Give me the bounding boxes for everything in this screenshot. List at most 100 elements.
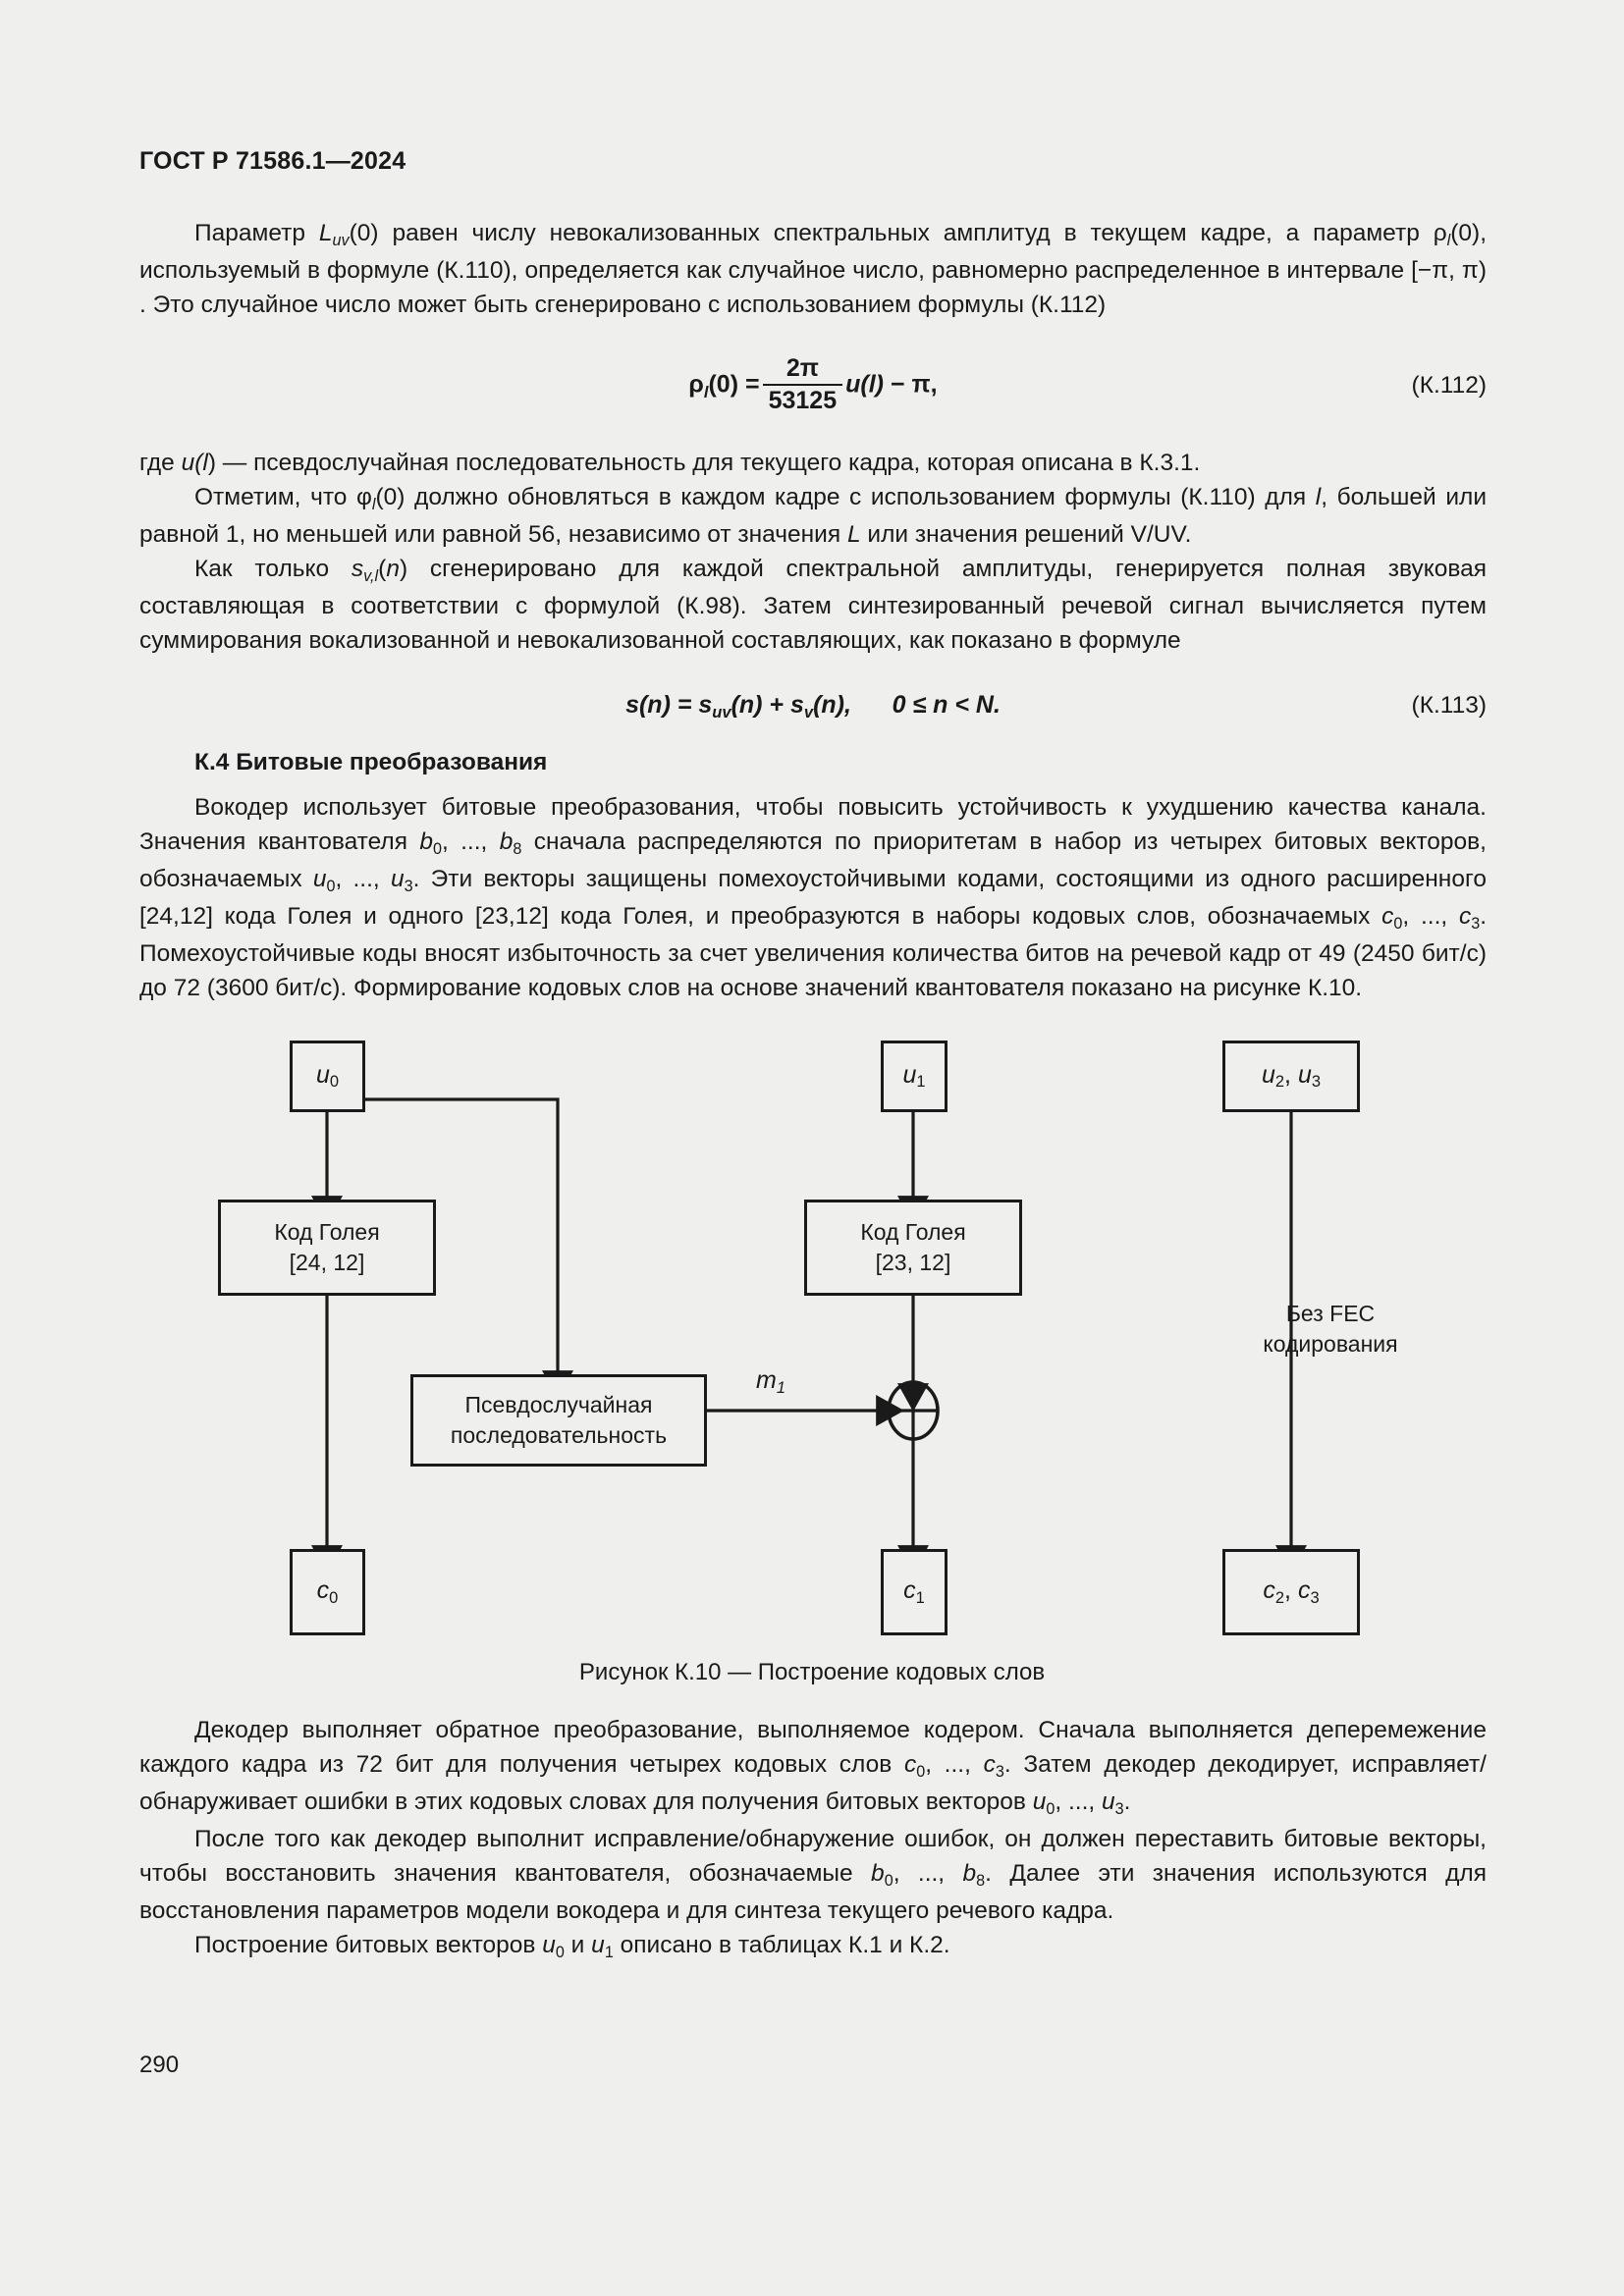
symbol-l-var: l [1315, 484, 1322, 510]
symbol-n-var: n [386, 556, 400, 582]
eq-k113-sv-sub: v [803, 703, 814, 721]
symbol-c3: c [1458, 903, 1472, 930]
paragraph-phi-update: Отметим, что φl(0) должно обновляться в … [139, 480, 1487, 552]
eq-k112-lhs-rest: (0) = [708, 370, 760, 399]
p7-text-a: После того как декодер выполнит исправле… [139, 1826, 1487, 1887]
node-u1[interactable]: u1 [881, 1041, 947, 1112]
symbol-s-vl-sub: v,l [363, 566, 379, 585]
node-c0-label: c0 [316, 1576, 339, 1607]
p2-where-rest: ) — псевдослучайная последовательность д… [207, 450, 1201, 476]
figure-k10-caption: Рисунок К.10 — Построение кодовых слов [578, 1659, 1046, 1685]
p8-symbol-u1: u [591, 1932, 605, 1958]
standard-header: ГОСТ Р 71586.1—2024 [139, 147, 406, 175]
p8-text-b: и [564, 1932, 592, 1958]
p3-text-d: или значения решений V/UV. [860, 521, 1192, 548]
p6-text-c: . Затем декодер декодирует, исправляет/о… [139, 1751, 1487, 1815]
p6-symbol-u3: u [1102, 1789, 1115, 1815]
node-c1-label: c1 [903, 1576, 925, 1607]
p6-symbol-u0-sub: 0 [1046, 1799, 1056, 1818]
eq-k113-n3: (n), [813, 691, 851, 719]
p4-text-c: ) сгенерировано для каждой спектральной … [139, 556, 1487, 654]
node-u2-u3[interactable]: u2, u3 [1222, 1041, 1360, 1112]
eq-k112-numerator: 2π [785, 354, 819, 382]
figure-k10-connectors [311, 1097, 1307, 1574]
p8-symbol-u1-sub: 1 [604, 1943, 614, 1961]
symbol-u0: u [312, 866, 327, 892]
symbol-u-fn-arg: (l [194, 450, 208, 476]
page-number: 290 [139, 2052, 180, 2078]
p7-text-b: , ..., [893, 1860, 963, 1887]
figure-k10: u0 u1 u2, u3 Код Голея[24, 12] Код Голея… [0, 1011, 1624, 1698]
eq-k112-lhs: ρ [688, 370, 704, 399]
eq-k112-fn: u [845, 370, 861, 399]
p3-text-a: Отметим, что φ [194, 484, 372, 510]
p6-symbol-c3-sub: 3 [995, 1762, 1004, 1781]
symbol-u3: u [390, 866, 405, 892]
node-golay-24-12-label: Код Голея[24, 12] [274, 1219, 380, 1275]
eq-k113-suv-sub: uv [712, 703, 731, 721]
symbol-c0-sub: 0 [1393, 914, 1403, 933]
p8-text-c: описано в таблицах К.1 и К.2. [613, 1932, 950, 1958]
p5-text-g: . Помехоустойчивые коды вносят избыточно… [139, 903, 1487, 1001]
symbol-c3-sub: 3 [1471, 914, 1481, 933]
p7-symbol-b8-sub: 8 [976, 1871, 986, 1890]
p8-symbol-u0: u [542, 1932, 556, 1958]
symbol-rho-subscript: l [1446, 231, 1451, 249]
symbol-L-var: L [846, 521, 861, 548]
body-content-after-figure: Декодер выполняет обратное преобразовани… [139, 1713, 1487, 1965]
p3-text-c: , большей или равной 1, но меньшей или р… [139, 484, 1487, 548]
eq-k113-n1: (n) = [638, 691, 692, 719]
eq-k113-sv: s [789, 691, 804, 719]
section-heading-k4: К.4 Битовые преобразования [194, 749, 548, 775]
node-golay-23-12-label: Код Голея[23, 12] [860, 1219, 966, 1275]
p7-symbol-b0-sub: 0 [884, 1871, 893, 1890]
p6-symbol-u0: u [1032, 1789, 1047, 1815]
equation-k112-number: (К.112) [1411, 372, 1487, 399]
node-golay-24-12[interactable]: Код Голея[24, 12] [218, 1200, 436, 1296]
equation-k113-body: s(n) = suv(n) + sv(n), 0 ≤ n < N. [625, 691, 1001, 721]
edge-label-m1: m1 [756, 1366, 786, 1397]
p5-text-f: , ..., [1402, 903, 1459, 930]
p5-text-c: сначала распределяются по приоритетам в … [139, 828, 1487, 892]
eq-k112-denominator: 53125 [762, 384, 843, 415]
p6-text-e: . [1123, 1789, 1131, 1815]
symbol-L: L [318, 220, 333, 246]
symbol-b8-sub: 8 [513, 839, 522, 858]
p7-text-c: . Далее эти значения используются для во… [139, 1860, 1487, 1924]
p4-text-b: ( [378, 556, 387, 582]
p5-text-a: Вокодер использует битовые преобразовани… [139, 794, 1487, 855]
p5-text-e: . Эти векторы защищены помехоустойчивыми… [139, 866, 1487, 930]
eq-k112-lhs-sub: l [703, 383, 709, 401]
node-u2-u3-label: u2, u3 [1261, 1060, 1322, 1092]
node-c0[interactable]: c0 [290, 1549, 365, 1635]
node-c1[interactable]: c1 [881, 1549, 947, 1635]
p1-text-a: Параметр [194, 220, 319, 246]
node-c2-c3[interactable]: c2, c3 [1222, 1549, 1360, 1635]
eq-k113-range: 0 ≤ n < N. [892, 691, 1001, 719]
paragraph-synthesis: Как только sv,l(n) сгенерировано для каж… [139, 552, 1487, 658]
p5-text-b: , ..., [441, 828, 500, 855]
p6-symbol-u3-sub: 3 [1114, 1799, 1124, 1818]
p7-symbol-b0: b [871, 1860, 885, 1887]
symbol-b8: b [499, 828, 514, 855]
p8-symbol-u0-sub: 0 [555, 1943, 565, 1961]
symbol-u-fn: u [181, 450, 195, 476]
paragraph-bit-transforms: Вокодер использует битовые преобразовани… [139, 790, 1487, 1005]
p1-text-c: (0), используемый в формуле (К.110), опр… [139, 220, 1487, 318]
node-u0[interactable]: u0 [290, 1041, 365, 1112]
node-golay-23-12[interactable]: Код Голея[23, 12] [804, 1200, 1022, 1296]
eq-k113-s: s [625, 691, 639, 719]
p2-where-label: где [139, 450, 182, 476]
p8-text-a: Построение битовых векторов [194, 1932, 543, 1958]
paragraph-decoder-permute: После того как декодер выполнит исправле… [139, 1822, 1487, 1928]
equation-k113-number: (К.113) [1411, 691, 1487, 719]
symbol-L-subscript: uv [332, 231, 350, 249]
paragraph-bit-vectors-tables: Построение битовых векторов u0 и u1 опис… [139, 1928, 1487, 1965]
p6-text-d: , ..., [1055, 1789, 1103, 1815]
symbol-u3-sub: 3 [404, 877, 413, 895]
